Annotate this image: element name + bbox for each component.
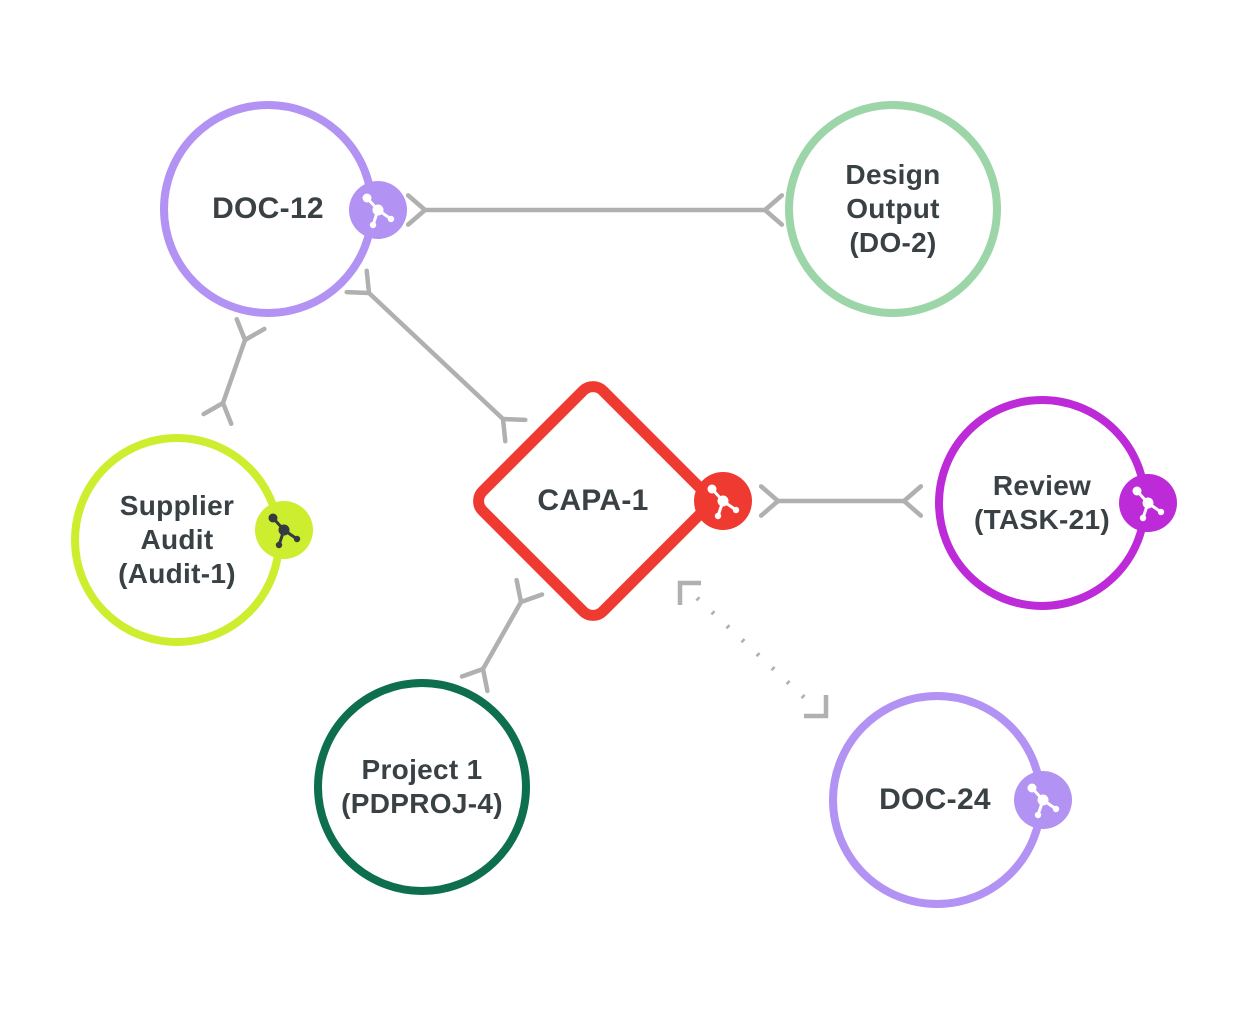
supplier-audit-relationship-badge[interactable]: [255, 501, 313, 559]
node-doc-24-label[interactable]: DOC-24: [879, 782, 991, 816]
corner-bracket-end: [804, 695, 829, 719]
node-design-output-label[interactable]: Design Output (DO-2): [845, 159, 941, 258]
connection-doc12-capa1: [344, 268, 528, 444]
doc-12-relationship-badge[interactable]: [349, 181, 407, 239]
doc-24-relationship-badge[interactable]: [1014, 771, 1072, 829]
corner-bracket-start: [677, 580, 701, 605]
connections-layer: [201, 193, 924, 719]
node-capa-1-diamond[interactable]: [473, 381, 713, 621]
node-design-output-do-2[interactable]: [785, 101, 1001, 317]
connection-capa1-project1: [459, 577, 545, 694]
node-review-label[interactable]: Review (TASK-21): [974, 470, 1110, 535]
connection-doc12-supplier-audit: [201, 316, 267, 427]
dotted-line: [695, 596, 810, 703]
nodes-layer: [71, 101, 1149, 908]
node-supplier-audit-label[interactable]: Supplier Audit (Audit-1): [118, 490, 236, 589]
capa-1-relationship-badge[interactable]: [694, 472, 752, 530]
badges-layer: [255, 181, 1177, 829]
node-project-1-label[interactable]: Project 1 (PDPROJ-4): [341, 754, 503, 819]
node-doc-12-label[interactable]: DOC-12: [212, 191, 324, 225]
connection-capa1-doc24-dotted: [677, 580, 829, 719]
node-capa-1-label[interactable]: CAPA-1: [537, 483, 649, 517]
node-project-1-pdproj-4[interactable]: [314, 679, 530, 895]
review-relationship-badge[interactable]: [1119, 474, 1177, 532]
